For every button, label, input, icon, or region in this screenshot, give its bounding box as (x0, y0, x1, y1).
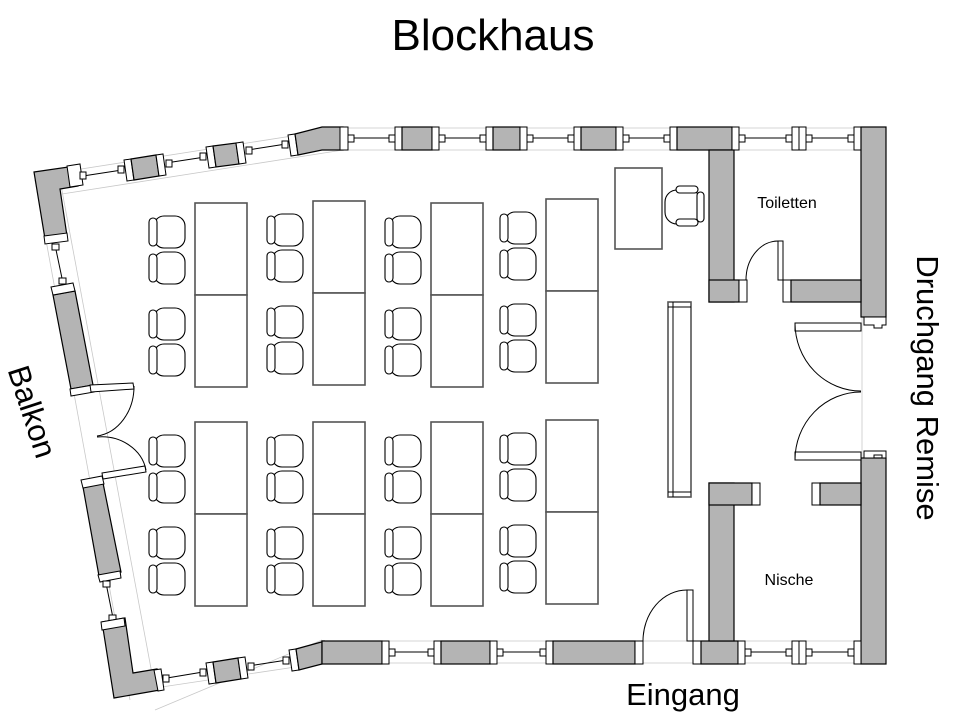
window-top-left-1 (79, 153, 167, 182)
chair (499, 468, 537, 502)
chair (148, 251, 186, 285)
window-bottom-row (321, 640, 862, 665)
table-block (384, 202, 484, 388)
table (430, 513, 484, 607)
label-balkon: Balkon (1, 361, 64, 462)
chair (266, 434, 304, 468)
wall-left-mid (52, 290, 94, 390)
label-druchgang-remise: Druchgang Remise (910, 255, 945, 520)
table-block (148, 202, 248, 388)
window-top-left-2 (165, 141, 247, 169)
table (194, 421, 248, 515)
sideboard (667, 301, 692, 498)
window-top-left-3 (245, 126, 349, 157)
chair (384, 526, 422, 560)
chair (499, 432, 537, 466)
chair (384, 470, 422, 504)
window-top-row (347, 126, 862, 151)
wall-toilet-left (708, 149, 735, 303)
table (194, 294, 248, 388)
label-eingang: Eingang (626, 677, 740, 712)
chair (148, 562, 186, 596)
chair (266, 526, 304, 560)
chair (384, 251, 422, 285)
table-block (384, 421, 484, 607)
teacher-desk (614, 167, 663, 250)
chair (266, 341, 304, 375)
table-block (266, 200, 366, 386)
table (430, 294, 484, 388)
wall-left-lower (82, 482, 122, 577)
chair (384, 343, 422, 377)
wall-corner-bottom-left (101, 617, 161, 699)
chair (384, 215, 422, 249)
chair (266, 249, 304, 283)
wall-right-upper (860, 126, 887, 318)
chair (148, 434, 186, 468)
chair (148, 307, 186, 341)
window-bottom-left-1 (162, 640, 326, 685)
chair (148, 470, 186, 504)
table-block (148, 421, 248, 607)
furniture (148, 198, 599, 607)
chair (148, 526, 186, 560)
chair (384, 562, 422, 596)
toilet-door[interactable] (745, 240, 784, 281)
wall-toilet-bottom (790, 279, 862, 303)
table (312, 513, 366, 607)
entrance-door[interactable] (642, 589, 694, 642)
wall-niche-left (708, 482, 735, 642)
table (545, 198, 599, 292)
table-block (499, 198, 599, 384)
window-left-upper (51, 243, 67, 285)
table (430, 421, 484, 515)
chair (266, 213, 304, 247)
chair (499, 524, 537, 558)
table (194, 513, 248, 607)
chair (266, 470, 304, 504)
chair (384, 434, 422, 468)
chair (266, 562, 304, 596)
chair (499, 560, 537, 594)
table-block (266, 421, 366, 607)
table (545, 419, 599, 513)
balcony-double-door[interactable] (89, 382, 147, 480)
chair (499, 339, 537, 373)
chair (499, 211, 537, 245)
passage-double-door[interactable] (794, 322, 862, 461)
wall-right-lower (860, 457, 887, 665)
table (312, 292, 366, 386)
table (545, 511, 599, 605)
table (194, 202, 248, 296)
table-block (499, 419, 599, 605)
chair (266, 305, 304, 339)
room-label-toiletten: Toiletten (757, 195, 817, 212)
plan-title: Blockhaus (391, 11, 594, 60)
teacher-chair (664, 185, 705, 227)
table (312, 200, 366, 294)
window-left-lower (102, 580, 117, 622)
wall-niche-top-right (819, 482, 862, 506)
chair (148, 343, 186, 377)
interior-walls (89, 149, 862, 642)
table (430, 202, 484, 296)
outer-walls (33, 126, 887, 711)
room-label-nische: Nische (765, 572, 814, 589)
chair (499, 303, 537, 337)
chair (384, 307, 422, 341)
table (312, 421, 366, 515)
table (545, 290, 599, 384)
chair (499, 247, 537, 281)
chair (148, 215, 186, 249)
